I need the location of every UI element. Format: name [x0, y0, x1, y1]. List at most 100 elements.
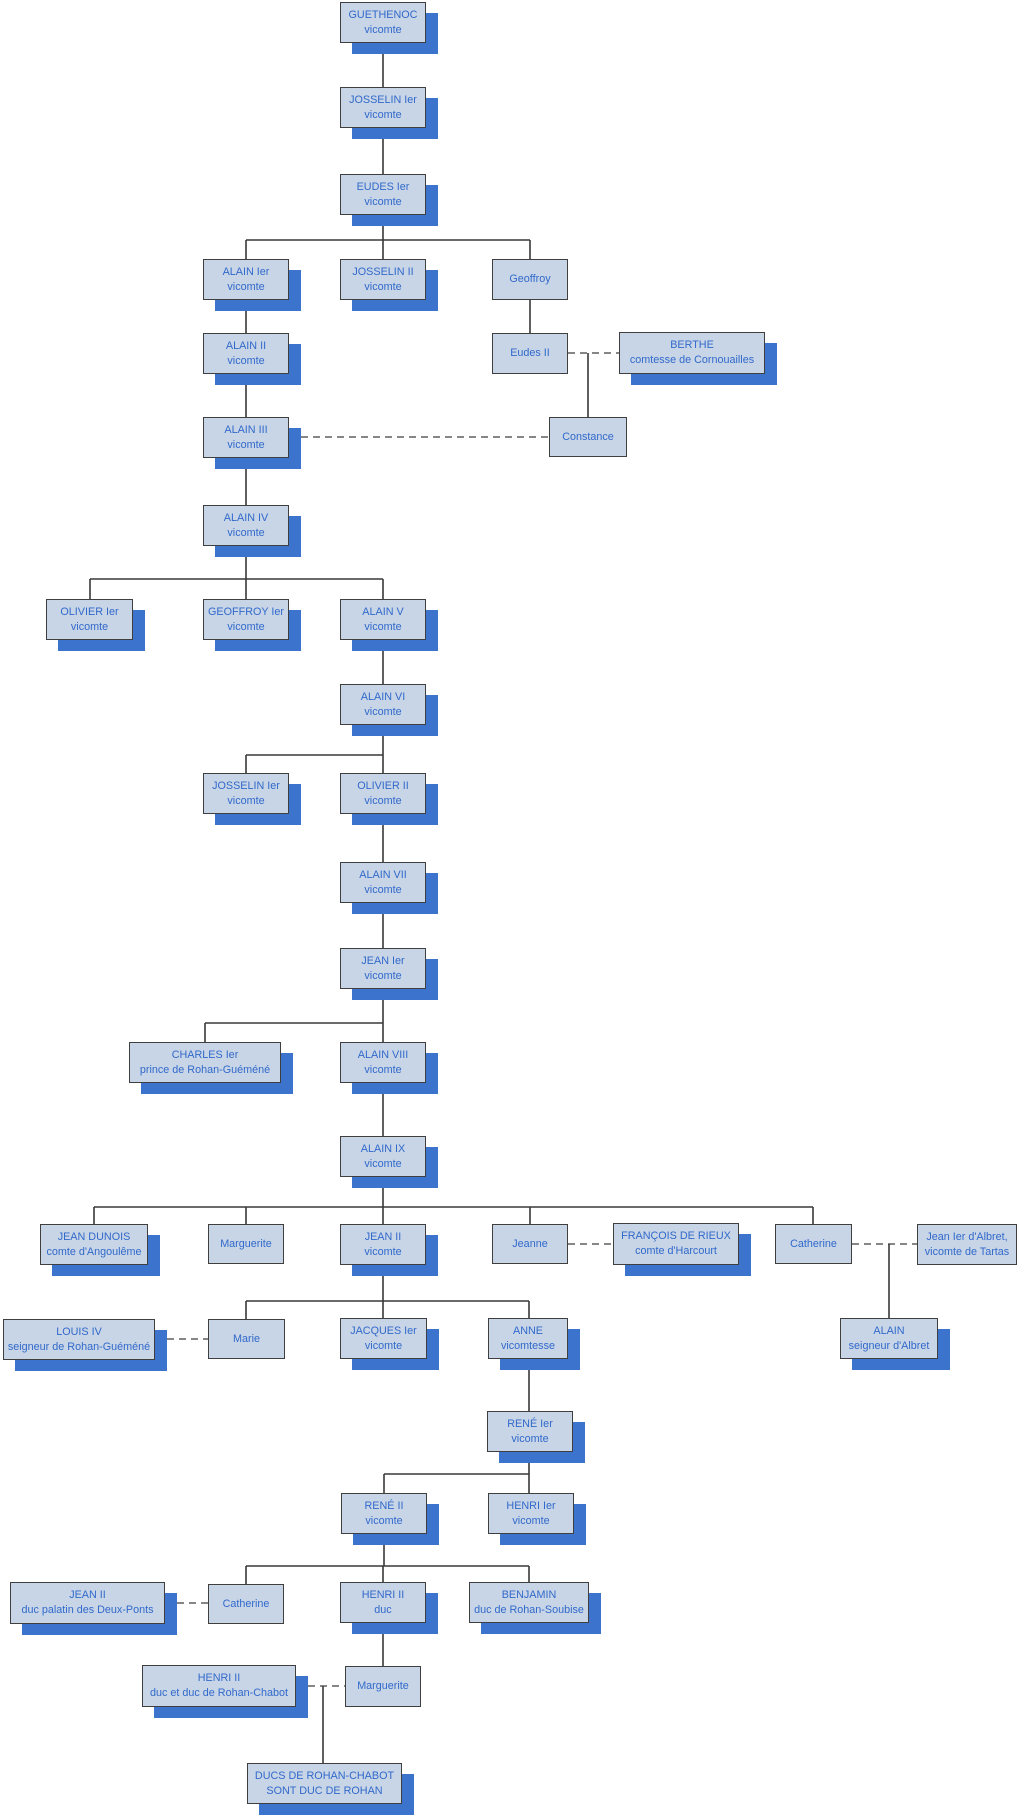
node-title: vicomte [364, 1063, 402, 1076]
node-name: JEAN Ier [361, 954, 405, 967]
node-marie: Marie [208, 1319, 285, 1359]
node-name: ALAIN VI [360, 690, 406, 703]
node-name: Marguerite [357, 1680, 409, 1692]
node-name: JOSSELIN Ier [212, 779, 280, 792]
node-title: duc palatin des Deux-Ponts [21, 1604, 154, 1616]
node-name: JOSSELIN Ier [349, 93, 417, 106]
node-name: ALAIN IV [223, 511, 269, 524]
node-title: vicomte [364, 1339, 403, 1352]
node-guethenoc: GUETHENOC vicomte [340, 2, 426, 43]
node-title: vicomte [364, 705, 402, 718]
node-title: vicomte [227, 354, 265, 367]
node-name: Marguerite [220, 1237, 272, 1250]
node-title: vicomte [364, 969, 402, 982]
node-name: BENJAMIN [501, 1588, 557, 1601]
node-name: JACQUES Ier [350, 1324, 417, 1337]
node-title: vicomte [364, 23, 402, 36]
node-jean-2: JEAN II vicomte [340, 1224, 426, 1265]
node-name: Catherine [790, 1237, 837, 1250]
node-eudes-2: Eudes II [492, 333, 568, 374]
node-title: comte d'Angoulême [46, 1245, 142, 1258]
node-title: vicomte [227, 280, 265, 293]
node-alain-4: ALAIN IV vicomte [203, 505, 289, 546]
node-name: OLIVIER Ier [60, 605, 119, 618]
node-rene-1: RENÉ Ier vicomte [487, 1411, 573, 1452]
node-title: vicomte [364, 883, 402, 896]
node-olivier-1: OLIVIER Ier vicomte [46, 599, 133, 640]
node-henri-1: HENRI Ier vicomte [488, 1493, 574, 1534]
node-constance: Constance [549, 417, 627, 457]
node-title: duc et duc de Rohan-Chabot [149, 1687, 289, 1699]
node-name: Jeanne [512, 1237, 548, 1250]
node-name: ALAIN V [362, 605, 404, 618]
node-title: seigneur de Rohan-Guéméné [7, 1340, 151, 1353]
node-alain-6: ALAIN VI vicomte [340, 684, 426, 725]
node-title: vicomte [70, 620, 109, 633]
node-name: RENÉ Ier [507, 1417, 553, 1430]
node-title: vicomte [365, 1514, 403, 1527]
node-name: JOSSELIN II [352, 265, 414, 278]
node-name: JEAN II [364, 1230, 402, 1243]
node-anne: ANNE vicomtesse [488, 1318, 568, 1359]
node-eudes-1: EUDES Ier vicomte [340, 174, 426, 215]
node-title: vicomte [364, 794, 402, 807]
node-title: vicomte [511, 1432, 549, 1445]
node-olivier-2: OLIVIER II vicomte [340, 773, 426, 814]
node-name: HENRI Ier [506, 1499, 556, 1512]
node-name: GUETHENOC [348, 8, 418, 21]
node-title: vicomte [227, 526, 265, 539]
node-alain-albret: ALAIN seigneur d'Albret [840, 1318, 938, 1359]
node-title: vicomte [227, 438, 265, 451]
node-geoffroy-1: GEOFFROY Ier vicomte [203, 599, 289, 640]
node-jean-albret: Jean Ier d'Albret, vicomte de Tartas [917, 1224, 1017, 1265]
node-title: vicomte de Tartas [924, 1245, 1010, 1258]
node-name: ALAIN VIII [357, 1048, 409, 1061]
node-benjamin: BENJAMIN duc de Rohan-Soubise [469, 1582, 589, 1623]
node-catherine-1: Catherine [775, 1224, 852, 1264]
node-name: JEAN II [69, 1589, 106, 1601]
node-title: vicomte [512, 1514, 550, 1527]
node-name: ALAIN II [225, 339, 267, 352]
node-title: duc de Rohan-Soubise [474, 1603, 584, 1616]
node-name: EUDES Ier [356, 180, 410, 193]
node-title: prince de Rohan-Guéméné [139, 1063, 271, 1076]
node-name: ALAIN III [224, 423, 268, 436]
node-alain-2: ALAIN II vicomte [203, 333, 289, 374]
node-name: OLIVIER II [357, 779, 409, 792]
node-name: JEAN DUNOIS [57, 1230, 131, 1243]
node-name: ALAIN [873, 1324, 905, 1337]
node-title: seigneur d'Albret [848, 1339, 930, 1352]
node-title: vicomte [364, 195, 402, 208]
node-marguerite-2: Marguerite [345, 1666, 421, 1707]
node-name: ANNE [513, 1324, 543, 1337]
node-title: vicomtesse [500, 1339, 555, 1352]
node-title: vicomte [364, 1157, 402, 1170]
node-jean-1: JEAN Ier vicomte [340, 948, 426, 989]
node-name: GEOFFROY Ier [208, 605, 284, 618]
node-josselin-1b: JOSSELIN Ier vicomte [203, 773, 289, 814]
node-title: vicomte [227, 620, 265, 633]
node-name: DUCS DE ROHAN-CHABOT [254, 1769, 395, 1782]
node-title: comte d'Harcourt [635, 1245, 717, 1257]
node-name: LOUIS IV [56, 1325, 102, 1338]
node-ducs-rohan-chabot: DUCS DE ROHAN-CHABOT SONT DUC DE ROHAN [247, 1763, 402, 1804]
node-alain-8: ALAIN VIII vicomte [340, 1042, 426, 1083]
node-louis-4: LOUIS IV seigneur de Rohan-Guéméné [3, 1319, 155, 1360]
node-title: vicomte [364, 1245, 402, 1258]
node-name: CHARLES Ier [171, 1048, 239, 1061]
node-catherine-2: Catherine [208, 1584, 284, 1624]
node-name: RENÉ II [364, 1499, 404, 1512]
node-title: vicomte [227, 794, 265, 807]
node-name: Eudes II [510, 347, 550, 359]
node-title: SONT DUC DE ROHAN [266, 1784, 383, 1797]
node-name: Jean Ier d'Albret, [926, 1230, 1008, 1243]
